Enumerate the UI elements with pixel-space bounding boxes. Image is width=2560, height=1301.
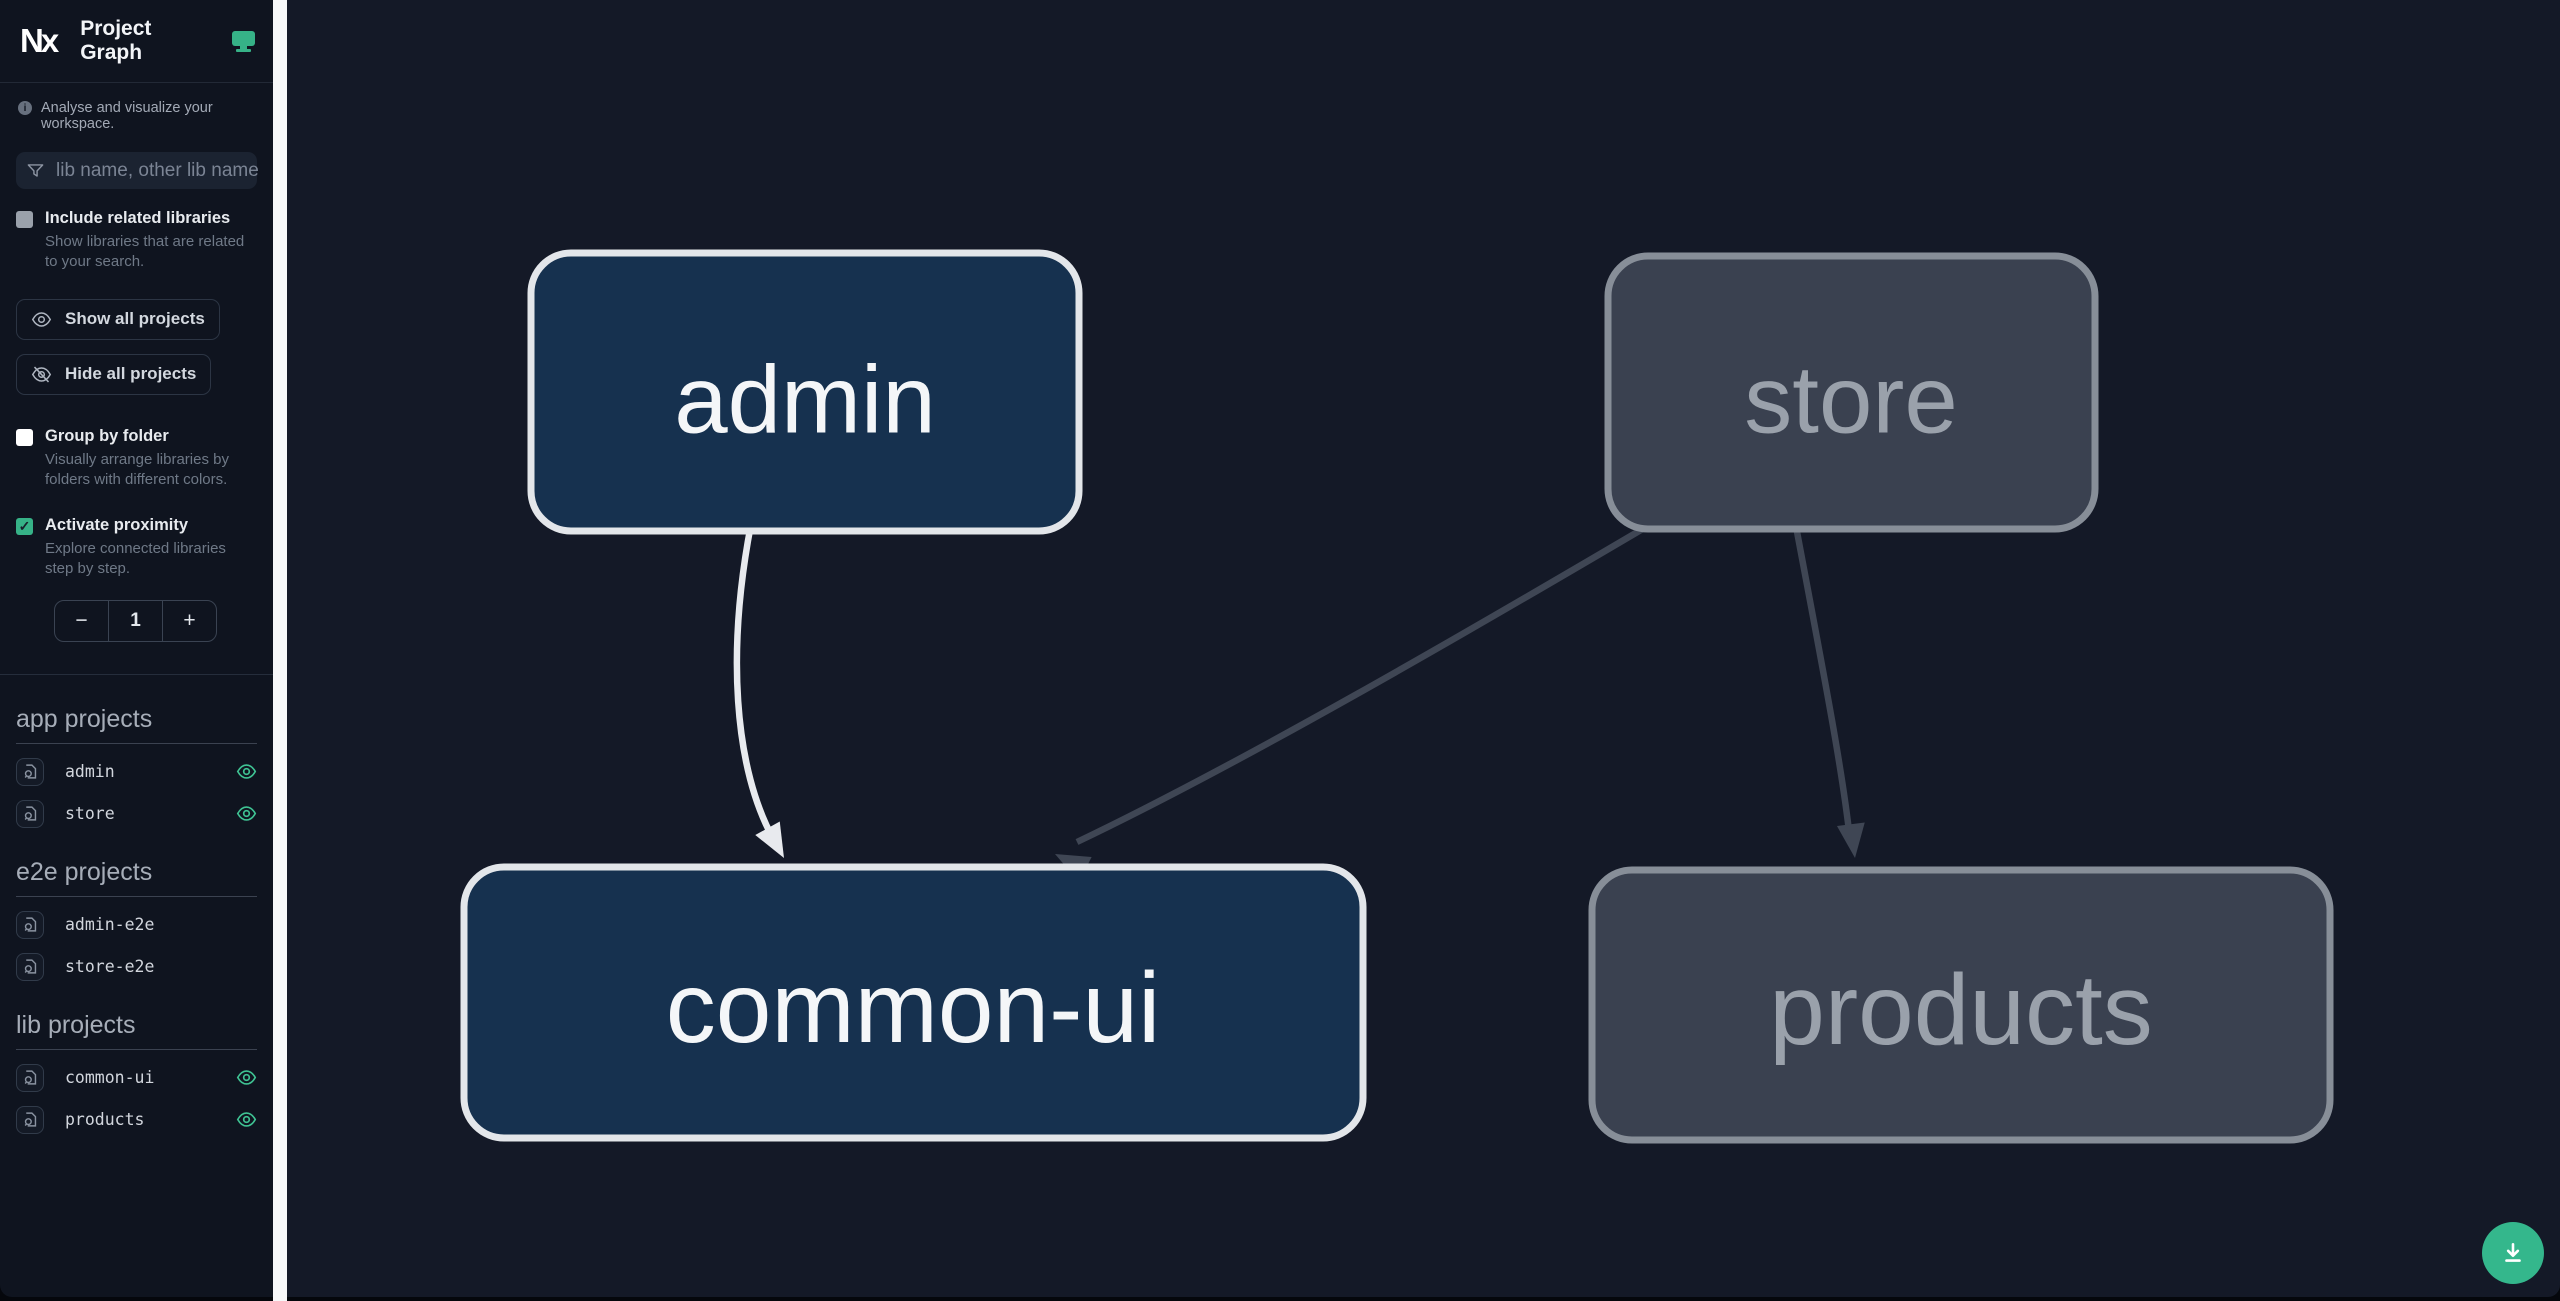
sidebar-divider	[0, 673, 273, 675]
section-lib-projects: lib projects common-ui	[0, 1011, 273, 1134]
info-icon: i	[18, 101, 32, 115]
sidebar: Nx Project Graph i Analyse and visualize…	[0, 0, 273, 1297]
workspace-tagline: i Analyse and visualize your workspace.	[0, 83, 273, 132]
project-row-products: products	[16, 1105, 257, 1134]
edge-store-to-products[interactable]	[1788, 504, 1869, 860]
filter-input[interactable]	[56, 159, 273, 182]
node-label: store	[1744, 347, 1957, 454]
node-label: admin	[674, 347, 935, 454]
section-app-projects: app projects admin	[0, 705, 273, 828]
checkbox-label: Activate proximity	[45, 516, 189, 534]
panel-divider	[273, 0, 287, 1301]
project-name: store	[65, 804, 115, 823]
section-e2e-projects: e2e projects admin-e2e	[0, 858, 273, 981]
checkbox-description: Visually arrange libraries by folders wi…	[45, 450, 229, 488]
tagline-text: Analyse and visualize your workspace.	[41, 100, 213, 132]
show-all-projects-label: Show all projects	[65, 309, 205, 328]
checkbox-label: Include related libraries	[45, 209, 231, 227]
focus-project-button[interactable]	[16, 799, 44, 828]
graph-node-products[interactable]: products	[1588, 866, 2334, 1144]
node-label: common-ui	[666, 952, 1161, 1064]
focus-project-button[interactable]	[16, 1063, 44, 1092]
project-name: store-e2e	[65, 957, 155, 976]
checkbox-description: Explore connected libraries step by step…	[45, 540, 226, 578]
hide-all-projects-label: Hide all projects	[65, 364, 197, 383]
graph-node-store[interactable]: store	[1604, 252, 2099, 533]
edge-store-to-common-ui[interactable]	[1049, 482, 1719, 882]
document-magnifying-glass-icon	[24, 1070, 36, 1085]
focus-project-button[interactable]	[16, 1105, 44, 1134]
checkbox-box-checked[interactable]: ✓	[16, 518, 33, 535]
filter-input-wrapper	[16, 152, 273, 189]
checkbox-group-by-folder[interactable]: Group by folder Visually arrange librari…	[0, 427, 273, 491]
checkbox-label: Group by folder	[45, 426, 169, 445]
focus-project-button[interactable]	[16, 952, 44, 981]
nx-logo: Nx	[20, 22, 59, 59]
sidebar-header: Nx Project Graph	[0, 0, 273, 83]
toggle-visibility-eye-icon[interactable]	[236, 1109, 257, 1130]
document-magnifying-glass-icon	[24, 1112, 36, 1127]
project-name: common-ui	[65, 1068, 155, 1087]
app-title: Project Graph	[80, 17, 152, 64]
document-magnifying-glass-icon	[24, 917, 36, 932]
checkbox-box[interactable]	[16, 211, 33, 228]
section-title: lib projects	[16, 1011, 257, 1050]
proximity-decrement-button[interactable]: −	[75, 608, 88, 632]
checkbox-include-related[interactable]: Include related libraries Show libraries…	[0, 209, 273, 273]
download-graph-button[interactable]	[2482, 1222, 2544, 1284]
section-title: app projects	[16, 705, 257, 744]
project-row-store: store	[16, 799, 257, 828]
eye-slash-icon	[31, 366, 52, 382]
project-row-store-e2e: store-e2e	[16, 952, 257, 981]
focus-project-button[interactable]	[16, 757, 44, 786]
section-title: e2e projects	[16, 858, 257, 897]
project-row-common-ui: common-ui	[16, 1063, 257, 1092]
checkbox-description: Show libraries that are related to your …	[45, 233, 245, 271]
document-magnifying-glass-icon	[24, 806, 36, 821]
toggle-visibility-eye-icon[interactable]	[236, 761, 257, 782]
project-name: products	[65, 1110, 145, 1129]
graph-node-admin[interactable]: admin	[527, 249, 1083, 535]
proximity-stepper: − 1 +	[54, 599, 217, 642]
funnel-icon	[27, 164, 44, 177]
show-all-projects-button[interactable]: Show all projects	[16, 298, 220, 340]
project-name: admin	[65, 762, 115, 781]
document-magnifying-glass-icon	[24, 764, 36, 779]
checkbox-box[interactable]	[16, 428, 33, 446]
focus-project-button[interactable]	[16, 910, 44, 939]
graph-node-common-ui[interactable]: common-ui	[460, 863, 1367, 1142]
proximity-increment-button[interactable]: +	[162, 600, 216, 641]
checkbox-activate-proximity[interactable]: ✓ Activate proximity Explore connected l…	[0, 516, 273, 580]
monitor-icon[interactable]	[231, 30, 255, 52]
project-graph-svg: admin store common-ui products	[460, 249, 2334, 1144]
eye-icon	[31, 311, 52, 327]
document-magnifying-glass-icon	[24, 959, 36, 974]
project-name: admin-e2e	[65, 915, 155, 934]
hide-all-projects-button[interactable]: Hide all projects	[16, 353, 212, 395]
edge-admin-to-common-ui[interactable]	[733, 499, 796, 865]
node-label: products	[1769, 954, 2153, 1066]
proximity-value: 1	[108, 600, 162, 641]
download-icon	[2505, 1243, 2521, 1262]
toggle-visibility-eye-icon[interactable]	[236, 1067, 257, 1088]
toggle-visibility-eye-icon[interactable]	[236, 803, 257, 824]
graph-canvas[interactable]: admin store common-ui products	[287, 0, 2560, 1297]
project-row-admin: admin	[16, 757, 257, 786]
project-row-admin-e2e: admin-e2e	[16, 910, 257, 939]
